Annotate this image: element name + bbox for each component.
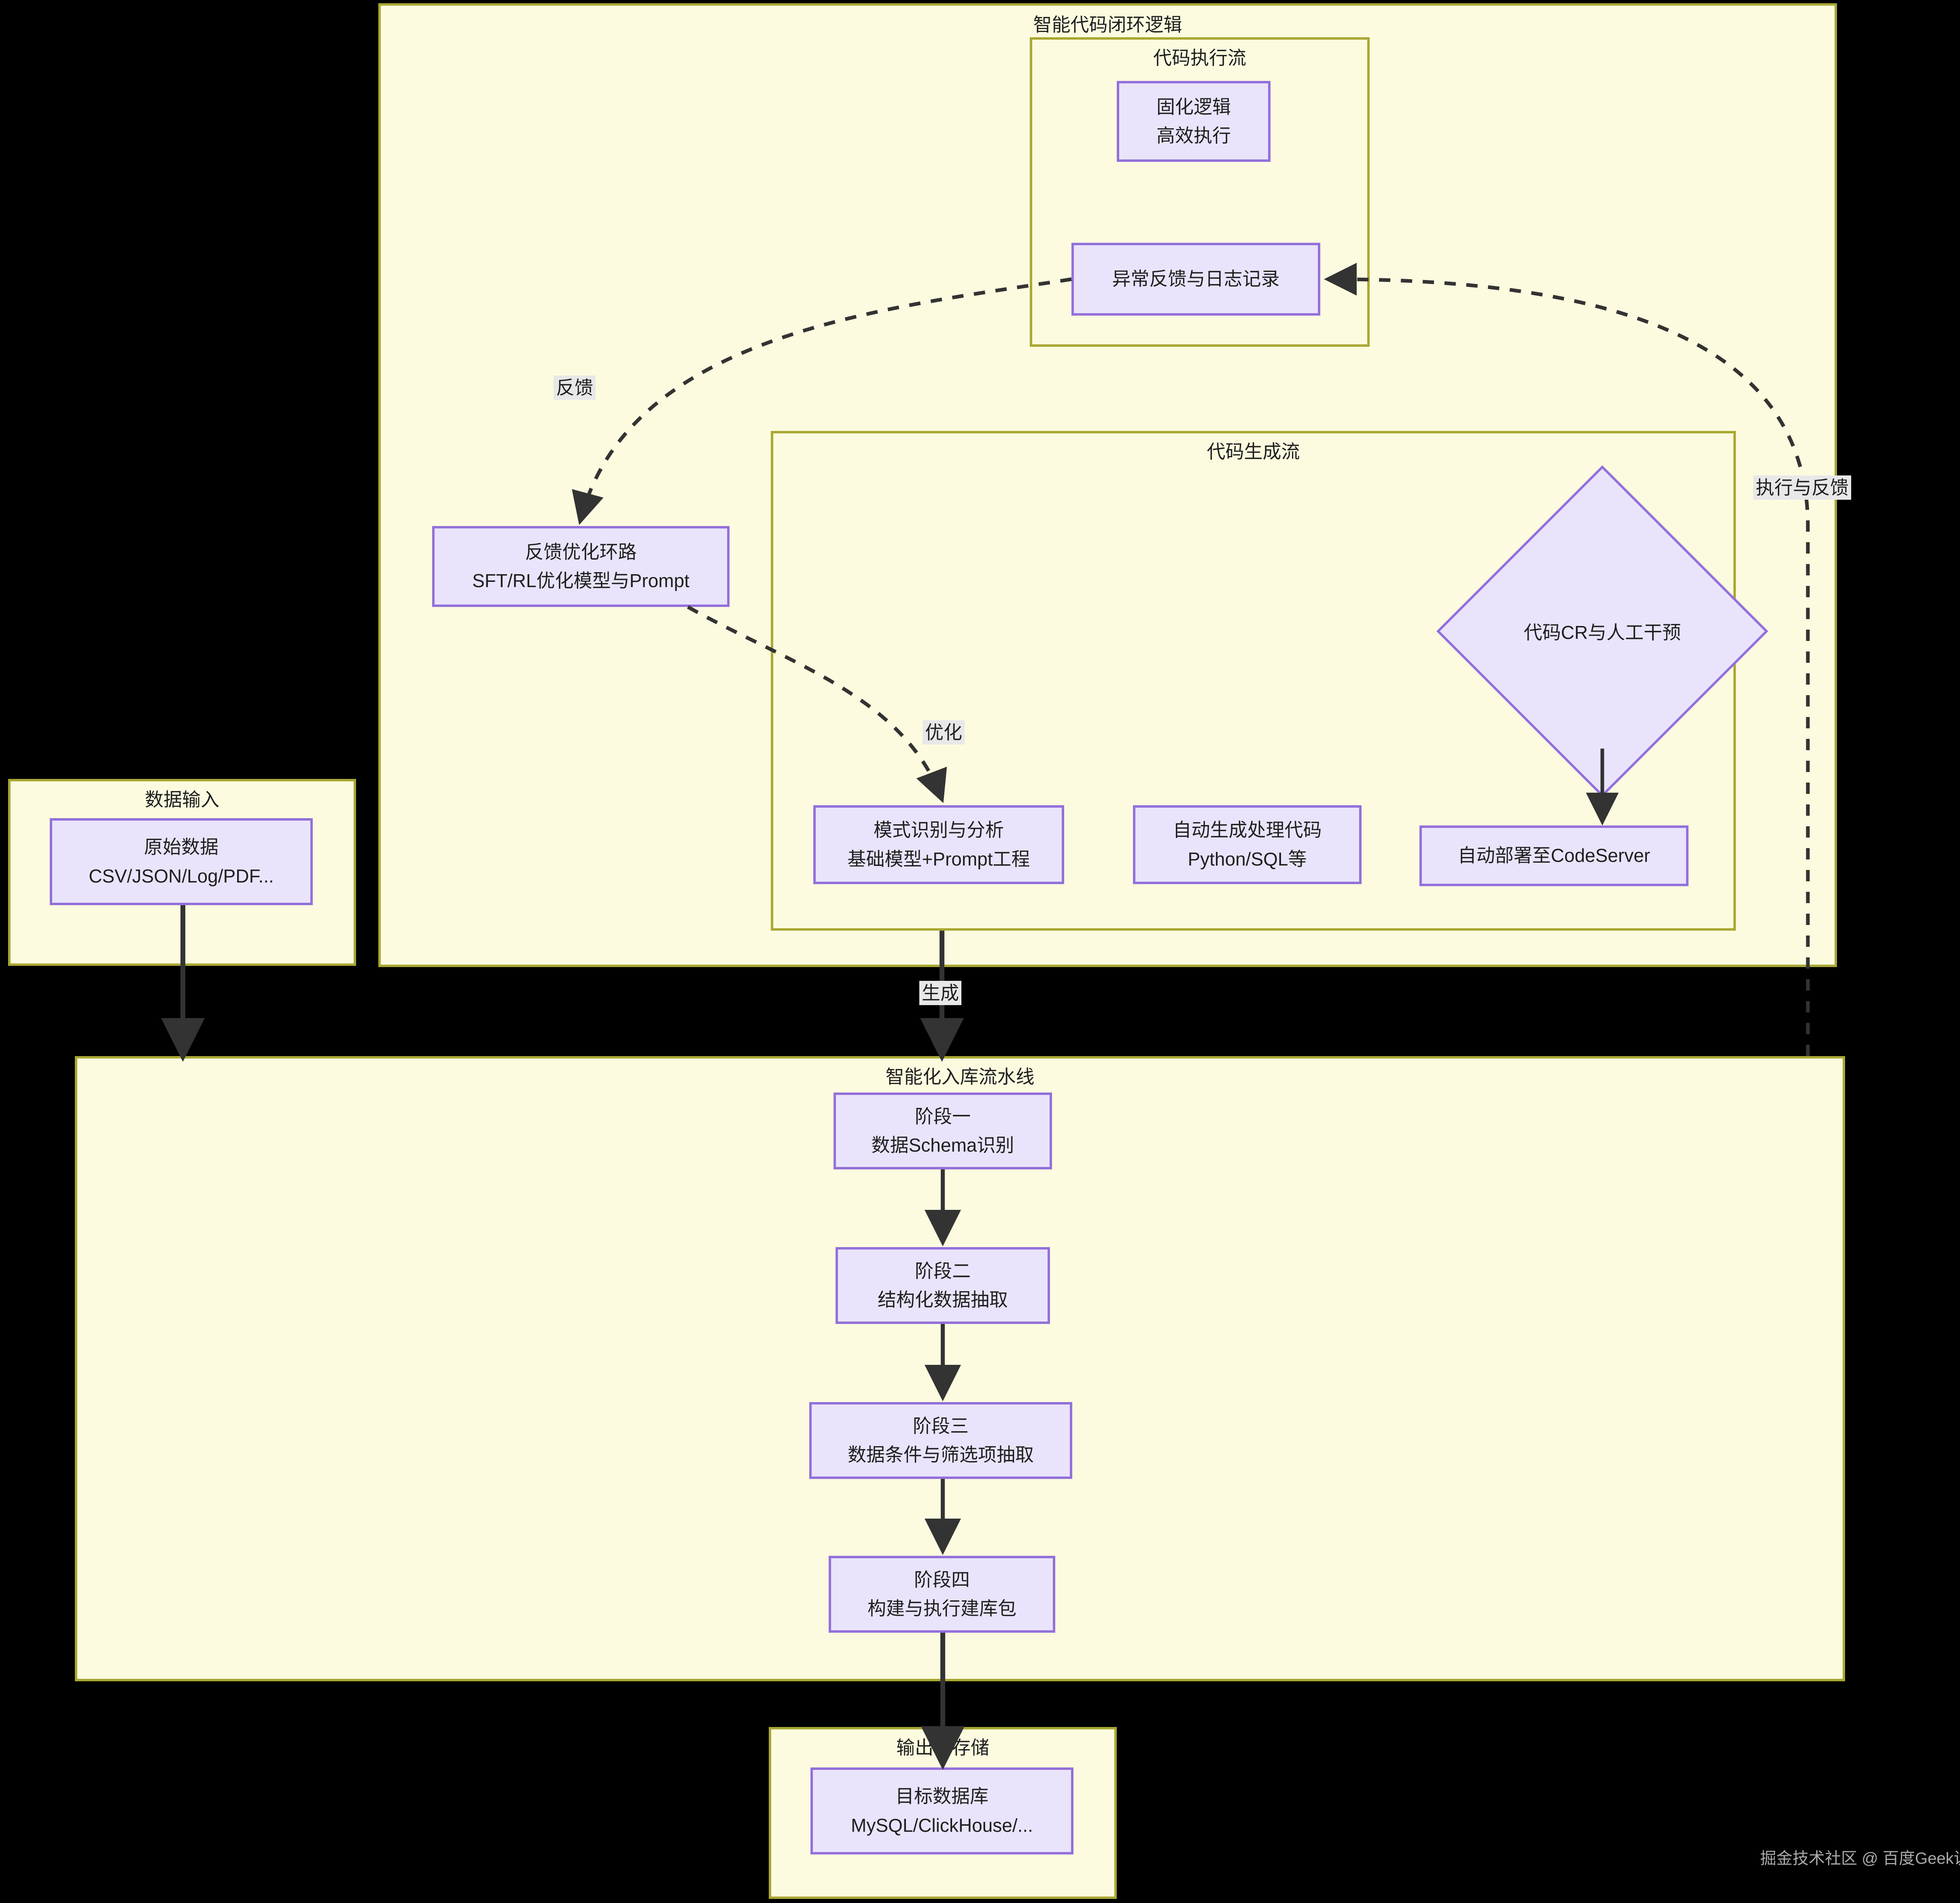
node-stage-2[interactable]: 阶段二 结构化数据抽取	[836, 1247, 1050, 1324]
node-solidified-logic[interactable]: 固化逻辑 高效执行	[1117, 81, 1271, 162]
node-auto-generate-processing-code-line1: 自动生成处理代码	[1173, 819, 1322, 841]
node-feedback-optimization-loop[interactable]: 反馈优化环路 SFT/RL优化模型与Prompt	[432, 526, 730, 607]
edge-label-optimize: 优化	[923, 720, 965, 745]
cluster-code-execution-flow-title: 代码执行流	[1153, 47, 1246, 68]
node-stage-3-line2: 数据条件与筛选项抽取	[848, 1444, 1034, 1465]
node-error-feedback-log[interactable]: 异常反馈与日志记录	[1071, 243, 1320, 316]
node-auto-deploy-codeserver-line1: 自动部署至CodeServer	[1457, 845, 1650, 866]
node-pattern-recognition-analysis[interactable]: 模式识别与分析 基础模型+Prompt工程	[813, 805, 1064, 884]
node-solidified-logic-line1: 固化逻辑	[1156, 96, 1231, 117]
edge-label-feedback: 反馈	[554, 376, 596, 400]
node-code-review-human-intervention[interactable]: 代码CR与人工干预	[1436, 465, 1769, 798]
node-feedback-optimization-loop-line1: 反馈优化环路	[525, 541, 637, 562]
node-auto-generate-processing-code-line2: Python/SQL等	[1188, 848, 1307, 870]
node-stage-4-line1: 阶段四	[914, 1569, 970, 1590]
node-stage-1[interactable]: 阶段一 数据Schema识别	[834, 1093, 1052, 1169]
node-raw-data-line1: 原始数据	[144, 836, 218, 858]
node-raw-data[interactable]: 原始数据 CSV/JSON/Log/PDF...	[50, 818, 313, 905]
cluster-data-input-title: 数据输入	[145, 789, 219, 810]
node-raw-data-line2: CSV/JSON/Log/PDF...	[89, 865, 274, 887]
node-stage-2-line1: 阶段二	[915, 1260, 971, 1281]
cluster-output-storage-title: 输出与存储	[896, 1737, 989, 1758]
node-stage-2-line2: 结构化数据抽取	[878, 1289, 1008, 1310]
node-stage-3[interactable]: 阶段三 数据条件与筛选项抽取	[809, 1402, 1072, 1479]
cluster-closed-loop-logic-title: 智能代码闭环逻辑	[1033, 14, 1182, 35]
node-auto-generate-processing-code[interactable]: 自动生成处理代码 Python/SQL等	[1133, 805, 1362, 884]
node-feedback-optimization-loop-line2: SFT/RL优化模型与Prompt	[472, 570, 689, 591]
node-stage-3-line1: 阶段三	[913, 1415, 969, 1436]
edge-label-exec-feedback: 执行与反馈	[1753, 475, 1851, 500]
node-error-feedback-log-line1: 异常反馈与日志记录	[1112, 268, 1280, 290]
node-stage-4[interactable]: 阶段四 构建与执行建库包	[829, 1556, 1055, 1633]
node-stage-4-line2: 构建与执行建库包	[868, 1598, 1016, 1619]
node-pattern-recognition-analysis-line2: 基础模型+Prompt工程	[847, 848, 1030, 870]
node-stage-1-line1: 阶段一	[915, 1105, 971, 1127]
node-auto-deploy-codeserver[interactable]: 自动部署至CodeServer	[1419, 825, 1688, 886]
node-stage-1-line2: 数据Schema识别	[871, 1135, 1014, 1156]
edge-label-generate: 生成	[919, 981, 961, 1006]
cluster-intelligent-ingestion-pipeline-title: 智能化入库流水线	[885, 1066, 1035, 1087]
cluster-code-generation-flow-title: 代码生成流	[1207, 441, 1300, 462]
node-solidified-logic-line2: 高效执行	[1156, 125, 1231, 146]
node-target-database-line1: 目标数据库	[895, 1786, 988, 1807]
node-pattern-recognition-analysis-line1: 模式识别与分析	[874, 819, 1004, 841]
node-code-review-human-intervention-label: 代码CR与人工干预	[1523, 622, 1681, 643]
node-target-database-line2: MySQL/ClickHouse/...	[851, 1814, 1033, 1836]
watermark: 掘金技术社区 @ 百度Geek说	[1760, 1850, 1960, 1867]
node-target-database[interactable]: 目标数据库 MySQL/ClickHouse/...	[810, 1767, 1073, 1854]
